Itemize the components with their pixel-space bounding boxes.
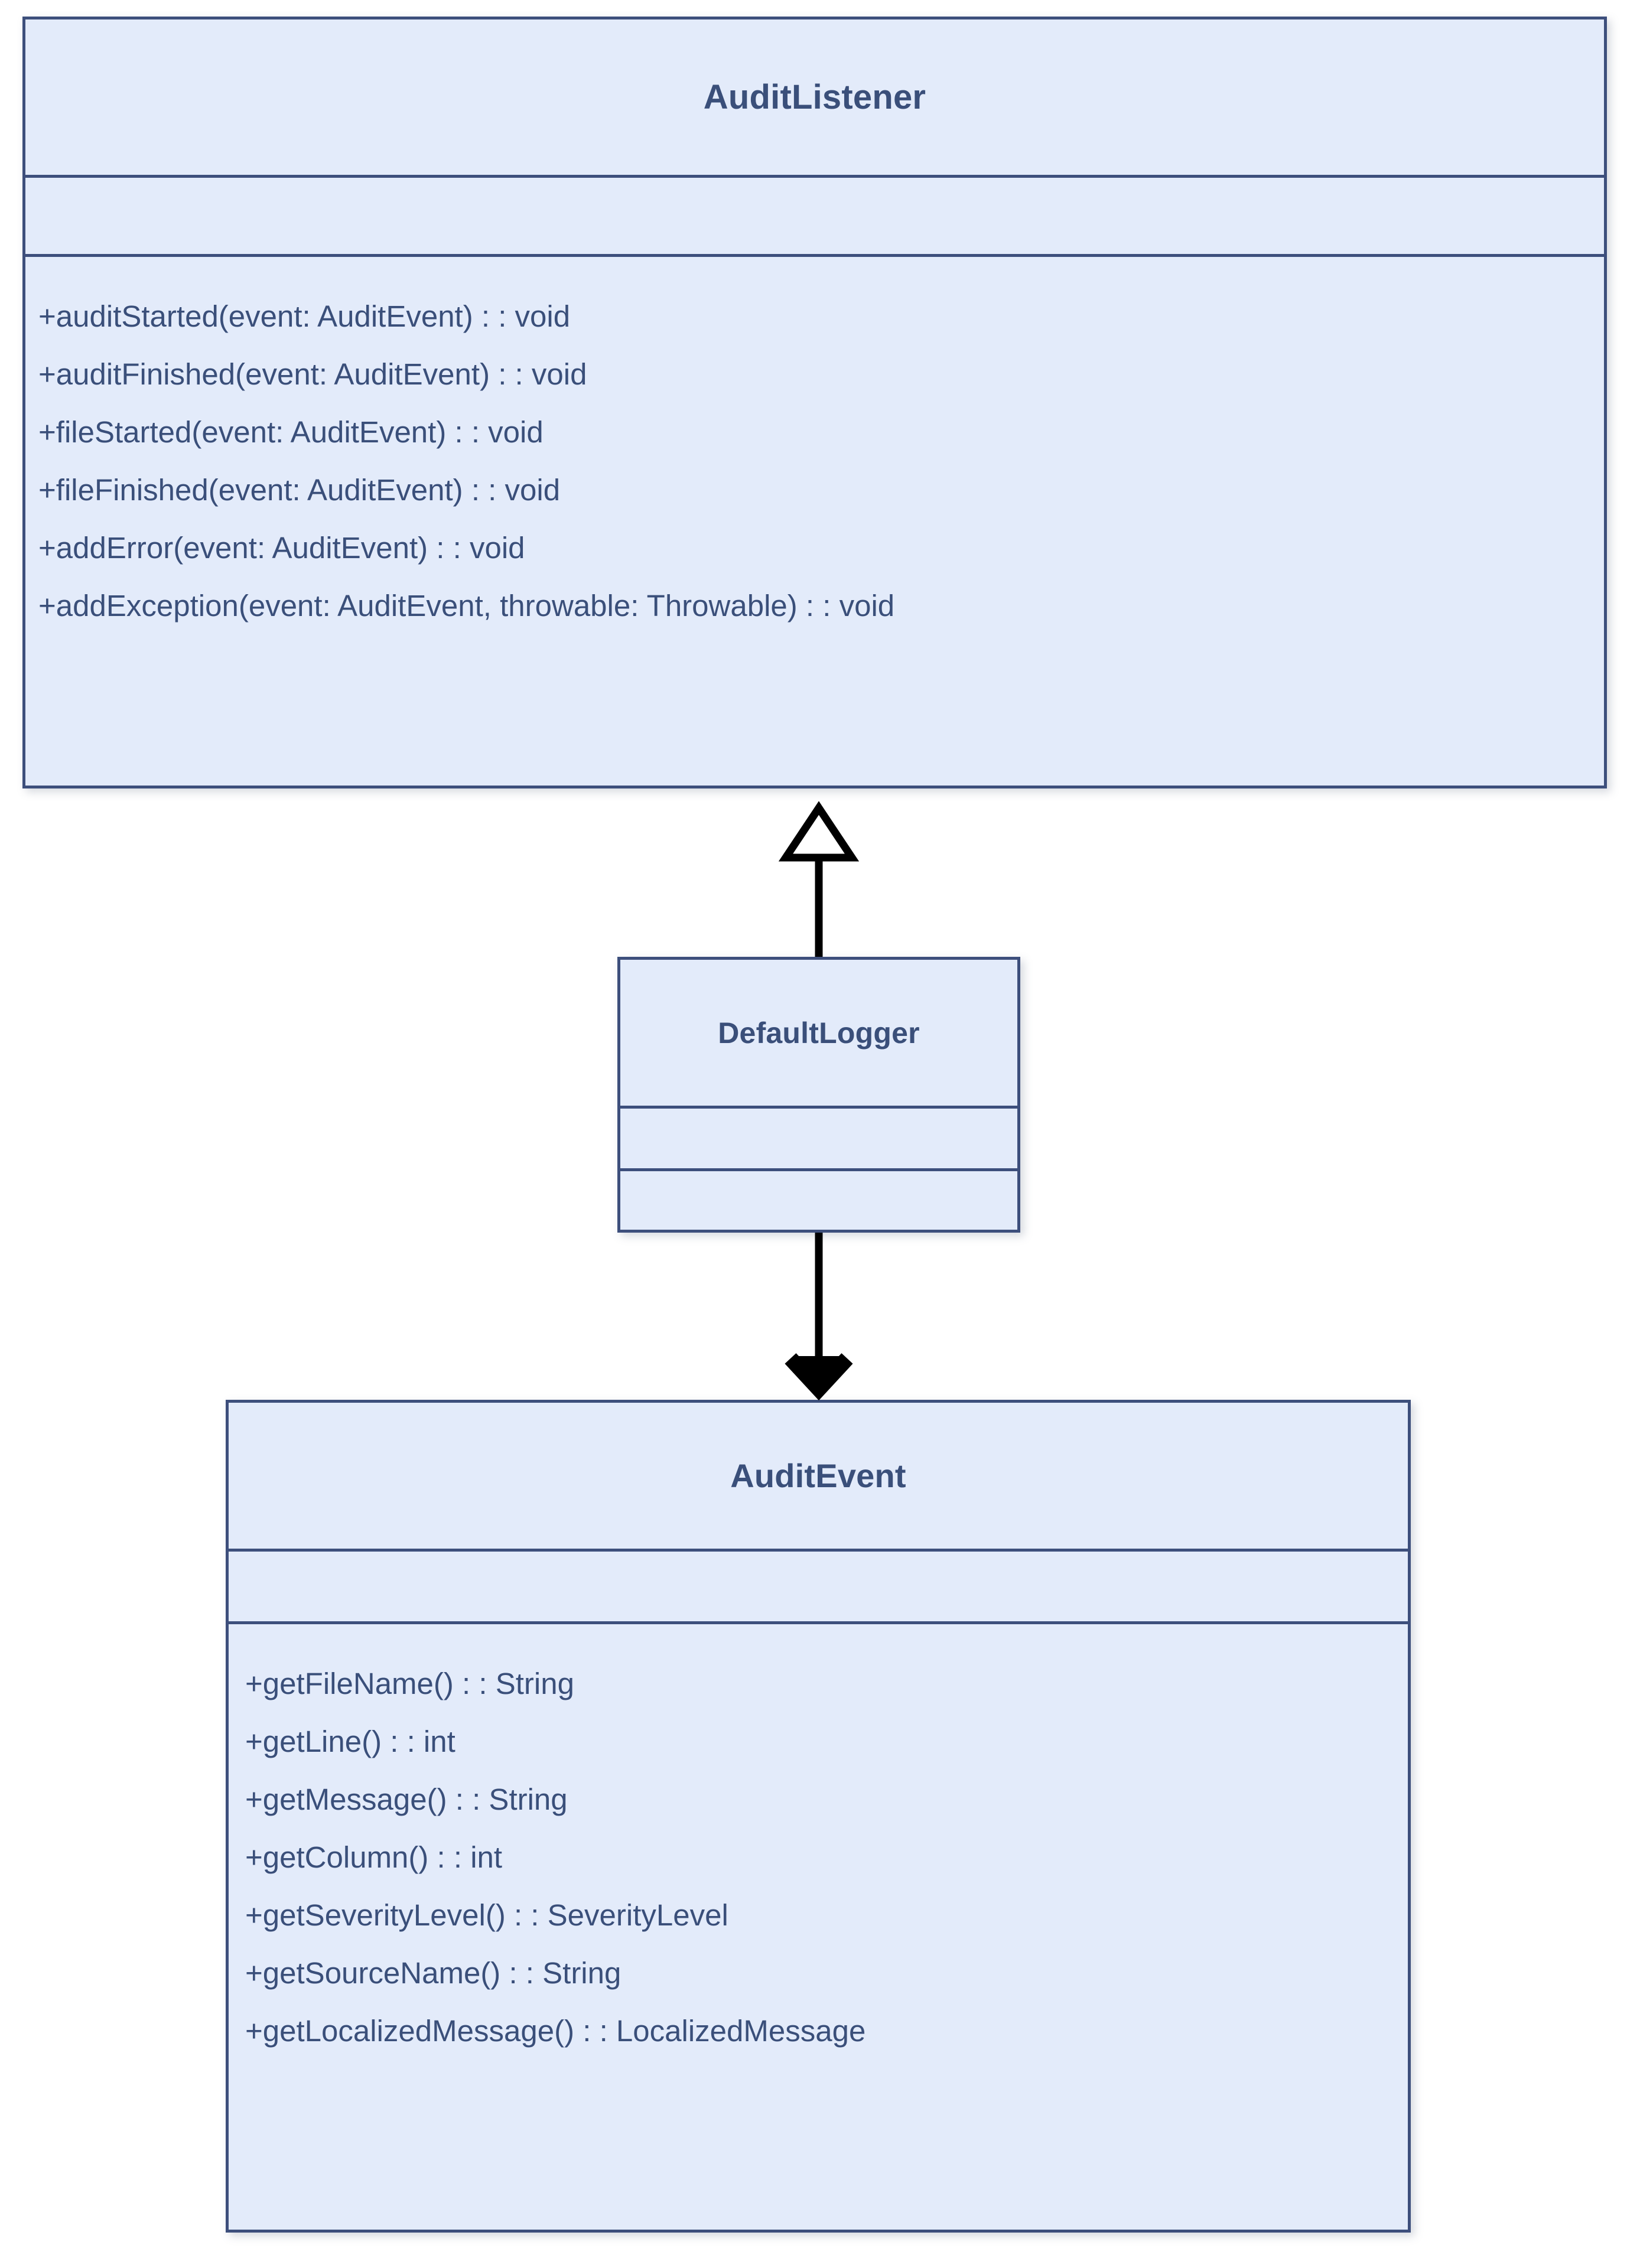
class-name-audit-listener: AuditListener — [703, 78, 926, 116]
uml-class-audit-event[interactable]: AuditEvent +getFileName() : : String +ge… — [226, 1400, 1411, 2233]
method-row: +getLine() : : int — [245, 1725, 455, 1758]
hollow-triangle-arrowhead-icon — [778, 801, 860, 862]
uml-class-default-logger[interactable]: DefaultLogger — [617, 957, 1020, 1233]
method-row: +getFileName() : : String — [245, 1667, 574, 1700]
method-row: +getMessage() : : String — [245, 1783, 568, 1816]
generalization-arrow-to-auditlistener — [778, 801, 860, 957]
class-name-audit-event: AuditEvent — [730, 1457, 906, 1494]
class-attributes-compartment — [229, 1552, 1408, 1624]
class-methods-compartment: +getFileName() : : String +getLine() : :… — [229, 1624, 1408, 2230]
class-title-compartment: AuditEvent — [229, 1403, 1408, 1552]
method-row: +auditFinished(event: AuditEvent) : : vo… — [38, 357, 587, 391]
method-row: +getSourceName() : : String — [245, 1956, 621, 1990]
class-methods-compartment: +auditStarted(event: AuditEvent) : : voi… — [25, 257, 1604, 786]
association-arrow-to-auditevent — [785, 1233, 853, 1401]
method-row: +getLocalizedMessage() : : LocalizedMess… — [245, 2014, 866, 2048]
uml-class-audit-listener[interactable]: AuditListener +auditStarted(event: Audit… — [22, 17, 1607, 788]
class-methods-compartment — [620, 1171, 1017, 1230]
method-row: +getSeverityLevel() : : SeverityLevel — [245, 1898, 728, 1932]
method-row: +fileFinished(event: AuditEvent) : : voi… — [38, 473, 561, 507]
class-title-compartment: DefaultLogger — [620, 960, 1017, 1109]
class-attributes-compartment — [25, 178, 1604, 257]
arrowhead-tip-icon — [794, 1356, 844, 1394]
method-row: +getColumn() : : int — [245, 1840, 503, 1874]
method-row: +auditStarted(event: AuditEvent) : : voi… — [38, 299, 571, 333]
open-arrowhead-icon — [785, 1353, 853, 1401]
class-attributes-compartment — [620, 1109, 1017, 1171]
class-title-compartment: AuditListener — [25, 19, 1604, 178]
method-row: +fileStarted(event: AuditEvent) : : void — [38, 415, 544, 449]
method-row: +addException(event: AuditEvent, throwab… — [38, 589, 895, 623]
class-name-default-logger: DefaultLogger — [718, 1016, 920, 1050]
method-row: +addError(event: AuditEvent) : : void — [38, 531, 525, 565]
